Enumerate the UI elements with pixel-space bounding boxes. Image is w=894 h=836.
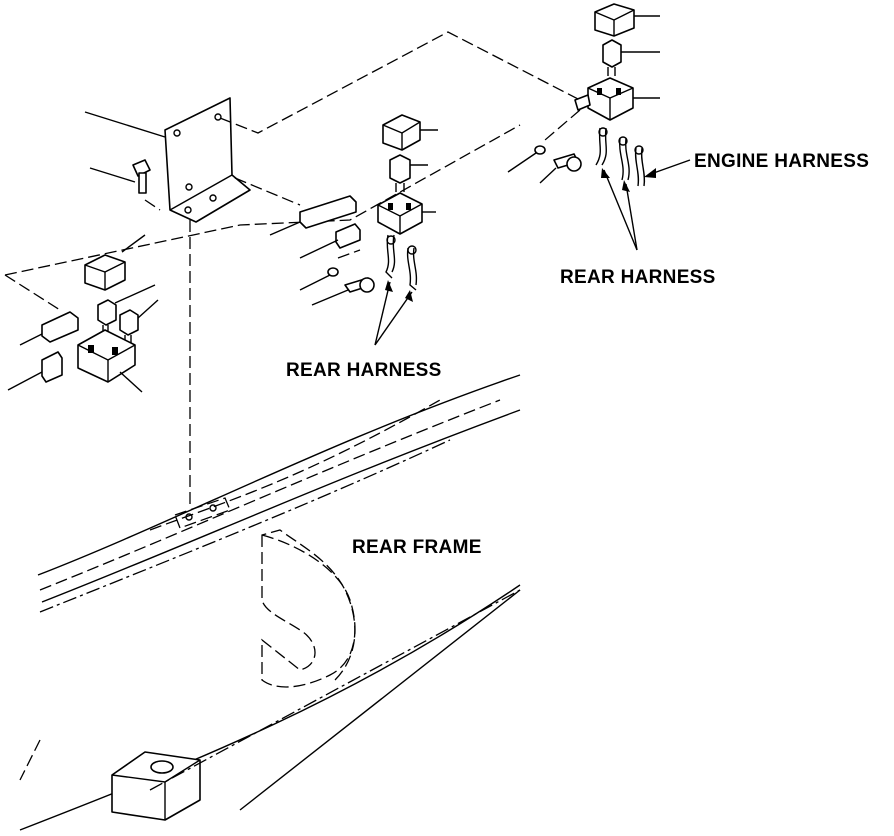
leader-bracket-right <box>234 177 301 206</box>
rear-frame-label: REAR FRAME <box>352 537 482 558</box>
bolt-left <box>89 159 161 211</box>
rear-frame <box>19 374 521 831</box>
frame-block <box>111 589 521 821</box>
engine-harness-label: ENGINE HARNESS <box>694 151 869 172</box>
right-relay-group <box>507 3 691 251</box>
leader-bracket-top <box>219 31 581 134</box>
frame-hook <box>261 529 356 688</box>
left-relay-group <box>4 124 521 393</box>
rear-harness-label-center: REAR HARNESS <box>286 360 442 381</box>
rear-harness-label-right: REAR HARNESS <box>560 267 716 288</box>
center-relay-group <box>269 114 438 346</box>
mounting-bracket <box>84 97 251 223</box>
